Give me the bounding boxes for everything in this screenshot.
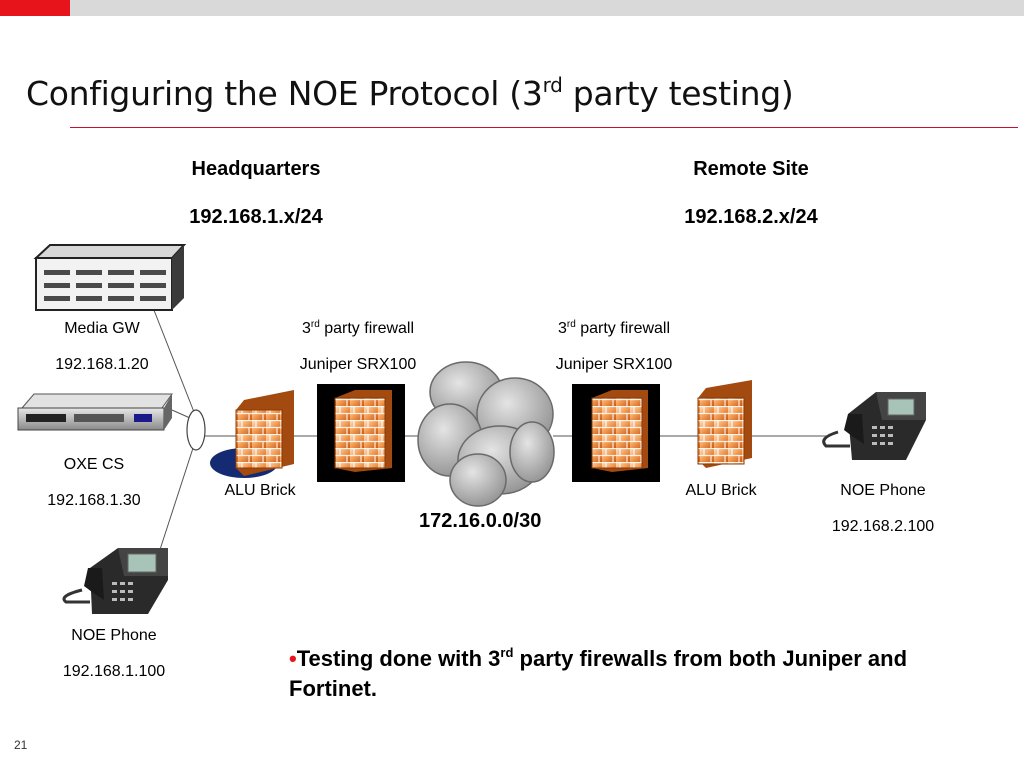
network-links xyxy=(149,299,830,566)
hq-firewall-superscript: rd xyxy=(310,319,320,330)
remote-title: Remote Site xyxy=(693,158,809,180)
top-bar xyxy=(0,0,1024,16)
hub-ellipse xyxy=(186,409,206,451)
remote-brick-label: ALU Brick xyxy=(685,482,757,499)
link-hq-phone xyxy=(154,444,195,566)
remote-firewall-model: Juniper SRX100 xyxy=(555,356,673,373)
note-suffix: party firewalls from both Juniper and Fo… xyxy=(289,646,908,701)
remote-firewall-label-text: party firewall xyxy=(575,320,671,337)
title-divider xyxy=(70,127,1018,128)
hq-alu-brick-icon xyxy=(210,390,294,478)
remote-alu-brick-icon xyxy=(697,380,752,468)
remote-phone-label: NOE Phone xyxy=(840,482,926,499)
remote-subnet: 192.168.2.x/24 xyxy=(684,206,818,228)
oxe-cs-ip: 192.168.1.30 xyxy=(47,492,141,509)
remote-firewall-superscript: rd xyxy=(566,319,576,330)
hq-firewall-sup-num: 3 xyxy=(301,320,311,337)
media-gw-icon xyxy=(33,244,187,311)
title-prefix: Configuring the NOE Protocol (3 xyxy=(26,74,543,113)
bullet-dot: • xyxy=(289,646,297,671)
slide-title: Configuring the NOE Protocol (3rd party … xyxy=(26,74,794,113)
title-superscript: rd xyxy=(542,73,563,97)
note-superscript: rd xyxy=(500,645,514,660)
hq-title: Headquarters xyxy=(191,158,321,180)
link-oxe-cs xyxy=(171,409,191,419)
hq-brick-label: ALU Brick xyxy=(224,482,296,499)
hq-firewall-label: 3rd party firewall xyxy=(268,320,448,338)
page-number: 21 xyxy=(14,738,28,752)
title-suffix: party testing) xyxy=(562,74,794,113)
wan-cloud-icon xyxy=(417,361,555,507)
hq-firewall-model: Juniper SRX100 xyxy=(299,356,417,373)
wan-subnet: 172.16.0.0/30 xyxy=(419,510,542,532)
oxe-cs-label: OXE CS xyxy=(63,456,125,473)
hq-phone-icon xyxy=(62,548,168,614)
remote-firewall-label: 3rd party firewall xyxy=(524,320,704,338)
hq-phone-ip: 192.168.1.100 xyxy=(62,663,166,680)
testing-note: •Testing done with 3rd party firewalls f… xyxy=(289,644,989,704)
hq-firewall-label-text: party firewall xyxy=(319,320,415,337)
oxe-cs-server-icon xyxy=(17,393,173,431)
remote-firewall-icon xyxy=(572,384,660,482)
top-bar-accent xyxy=(0,0,70,16)
hq-phone-label: NOE Phone xyxy=(71,627,157,644)
remote-phone-icon xyxy=(822,392,926,460)
media-gw-ip: 192.168.1.20 xyxy=(55,356,149,373)
remote-phone-ip: 192.168.2.100 xyxy=(831,518,935,535)
hq-firewall-icon xyxy=(317,384,405,482)
link-media-gw xyxy=(149,299,195,413)
note-prefix: Testing done with 3 xyxy=(296,646,501,671)
hq-subnet: 192.168.1.x/24 xyxy=(189,206,323,228)
media-gw-label: Media GW xyxy=(64,320,140,337)
remote-firewall-sup-num: 3 xyxy=(557,320,567,337)
